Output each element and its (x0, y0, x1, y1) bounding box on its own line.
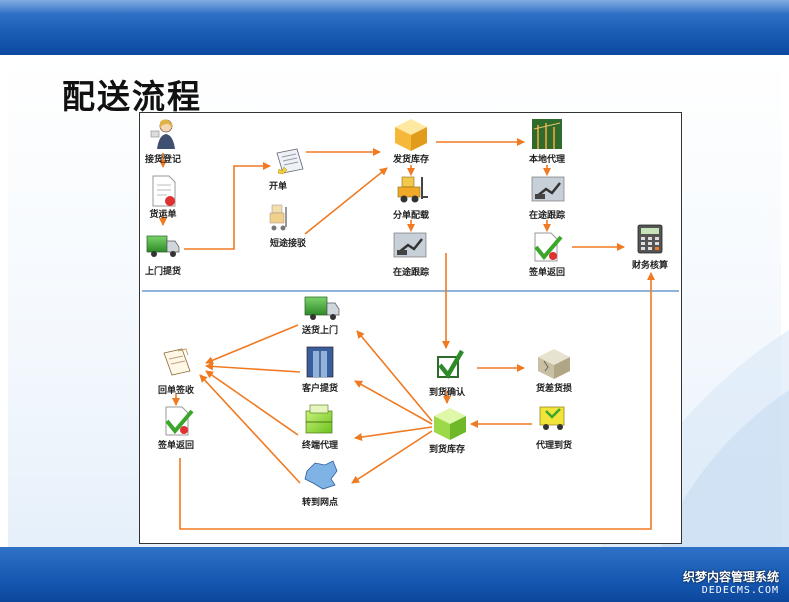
watermark-line1: 织梦内容管理系统 (682, 570, 779, 584)
node-label-pickup: 上门提货 (145, 265, 181, 277)
watermark: 织梦内容管理系统 DEDECMS.COM (683, 568, 779, 596)
box-stack-icon (305, 404, 333, 434)
arrow-n13-n17 (205, 324, 299, 365)
arrow-n5-n6 (304, 167, 388, 235)
check-icon (534, 232, 563, 262)
delivery-icon (539, 406, 565, 430)
arrow-n14-n17 (205, 362, 301, 373)
node-label-local-agent: 本地代理 (529, 153, 565, 165)
node-label-home-delivery: 送货上门 (301, 324, 338, 336)
truck-icon (304, 296, 340, 320)
footer-band (0, 547, 789, 602)
check-icon (165, 406, 194, 436)
node-labels: 接货登记 货运单 上门提货 开单 短途接驳 发货库存 分单配载 在途跟踪 本地代… (145, 153, 668, 508)
connectors (159, 138, 655, 530)
form-icon (276, 148, 304, 175)
box-icon (434, 408, 466, 440)
flow-diagram-panel: 接货登记 货运单 上门提货 开单 短途接驳 发货库存 分单配载 在途跟踪 本地代… (139, 112, 682, 544)
damaged-box-icon (538, 349, 570, 379)
node-label-in-transit: 在途跟踪 (393, 266, 429, 278)
node-label-customer-pickup: 客户提货 (301, 382, 338, 394)
excavator-icon (393, 232, 427, 258)
node-label-finance: 财务核算 (631, 259, 668, 271)
document-icon (152, 175, 176, 207)
node-label-transfer-outlet: 转到网点 (302, 496, 338, 508)
node-label-open-order: 开单 (269, 180, 287, 192)
node-label-receipt-return: 签单返回 (528, 266, 565, 278)
map-icon (304, 460, 338, 490)
node-label-damage: 货差货损 (536, 382, 572, 394)
node-label-dispatch-loading: 分单配载 (393, 209, 429, 221)
node-label-arrival-confirm: 到货确认 (429, 386, 466, 398)
arrow-n20-n15 (354, 426, 433, 441)
node-label-short-transfer: 短途接驳 (270, 237, 307, 249)
forklift-icon (397, 176, 428, 203)
node-label-agent-arrival: 代理到货 (535, 439, 572, 451)
node-label-shipping-stock: 发货库存 (392, 153, 429, 165)
header-shine (0, 0, 789, 14)
arrow-n20-n13 (356, 330, 433, 422)
excavator-icon (531, 176, 565, 202)
box-icon (395, 119, 427, 151)
checkmark-icon (437, 349, 464, 379)
node-label-receive-register: 接货登记 (145, 153, 181, 165)
flow-diagram: 接货登记 货运单 上门提货 开单 短途接驳 发货库存 分单配载 在途跟踪 本地代… (142, 119, 679, 530)
watermark-line2: DEDECMS.COM (701, 585, 779, 596)
notepad-icon (163, 348, 191, 376)
node-label-arrival-stock: 到货库存 (429, 443, 465, 455)
person-icon (150, 119, 175, 149)
node-label-waybill: 货运单 (149, 208, 176, 220)
calculator-icon (637, 224, 663, 254)
node-label-receipt-return-2: 签单返回 (157, 439, 194, 451)
door-icon (306, 346, 334, 378)
header-band (0, 0, 789, 55)
arrow-n16-n17 (199, 374, 301, 484)
node-label-receipt-signoff: 回单签收 (158, 384, 194, 396)
arrow-n15-n17 (205, 370, 299, 436)
arrow-n18-n12 (179, 272, 655, 530)
page-title: 配送流程 (62, 77, 202, 116)
truck-icon (146, 235, 180, 257)
node-label-terminal-agent: 终端代理 (301, 439, 338, 451)
node-label-in-transit-2: 在途跟踪 (529, 209, 565, 221)
forklift-icon (269, 204, 287, 231)
arrow-n20-n16 (351, 430, 433, 484)
warehouse-icon (532, 119, 562, 149)
arrow-n20-n14 (354, 380, 433, 425)
arrow-n3-n4 (184, 162, 271, 250)
